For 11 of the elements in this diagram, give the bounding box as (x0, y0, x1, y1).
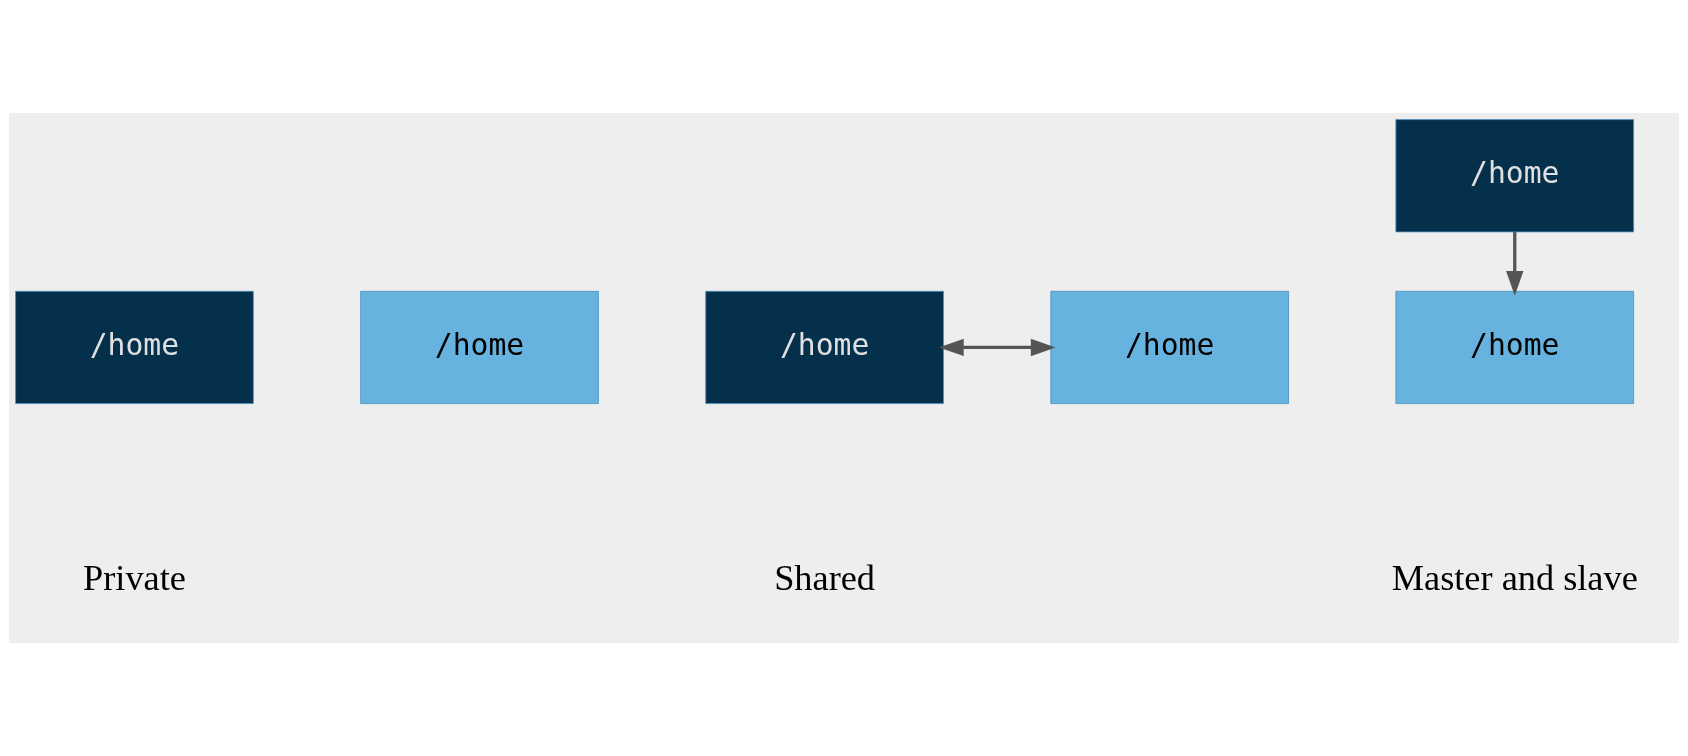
label: Master and slave (1391, 557, 1638, 598)
arrow (1506, 232, 1524, 296)
label: Shared (774, 557, 876, 598)
node-box: /home (360, 290, 599, 404)
node-box: /home (1395, 119, 1635, 233)
arrow (938, 338, 1056, 357)
node-box: /home (15, 290, 254, 404)
node-box: /home (1050, 290, 1289, 404)
node-box: /home (1395, 290, 1635, 404)
node-box: /home (705, 290, 944, 404)
label: Private (83, 557, 186, 598)
